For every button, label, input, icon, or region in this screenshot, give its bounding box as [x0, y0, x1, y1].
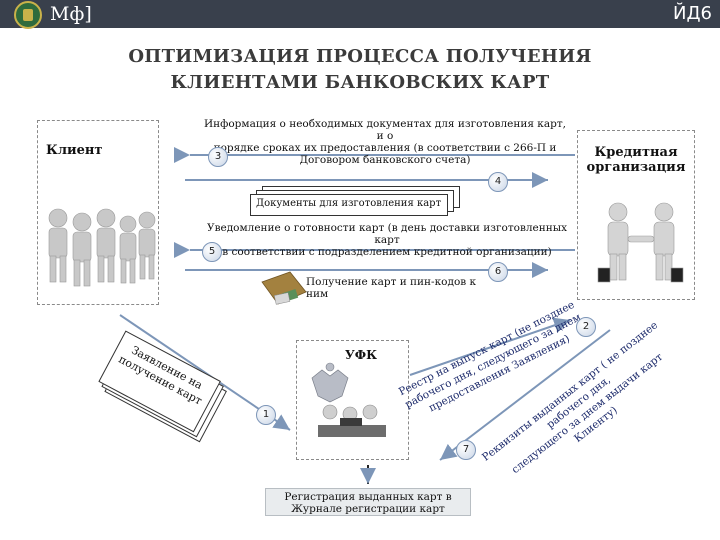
step-3-line-1: Информация о необходимых документах для … [203, 118, 566, 142]
step-5-line-2: в соответствии с подразделением кредитно… [222, 246, 552, 258]
register-box: Регистрация выданных карт в Журнале реги… [265, 488, 471, 516]
top-bar: Мф] ЙД6 [0, 0, 720, 29]
clients-people-icon [48, 208, 156, 287]
step-3-line-3: Договором банковского счета) [299, 154, 471, 166]
step-6-marker: 6 [488, 262, 508, 282]
handshake-people-icon [597, 202, 684, 283]
step-3-marker: 3 [208, 147, 228, 167]
credit-org-line-2: организация [586, 160, 686, 175]
slide-title: ОПТИМИЗАЦИЯ ПРОЦЕССА ПОЛУЧЕНИЯ КЛИЕНТАМИ… [60, 44, 660, 96]
emblem-icon [14, 1, 42, 29]
org-label: Мф] [50, 3, 92, 25]
step-7-marker: 7 [456, 440, 476, 460]
client-label: Клиент [46, 143, 103, 158]
credit-org-box [577, 130, 695, 300]
register-line-2: Журнале регистрации карт [291, 503, 445, 515]
arrow-step-7 [439, 329, 611, 461]
operators-icon [318, 404, 386, 437]
step-2-marker: 2 [576, 317, 596, 337]
ufk-box [296, 340, 409, 460]
title-line-2: КЛИЕНТАМИ БАНКОВСКИХ КАРТ [170, 72, 550, 93]
step-1-marker: 1 [256, 405, 276, 425]
step-4-marker: 4 [488, 172, 508, 192]
ufk-label: УФК [345, 348, 378, 362]
step-4-doc-label: Документы для изготовления карт [256, 198, 442, 209]
register-line-1: Регистрация выданных карт в [284, 491, 452, 503]
card-package-icon [261, 271, 307, 305]
title-line-1: ОПТИМИЗАЦИЯ ПРОЦЕССА ПОЛУЧЕНИЯ [128, 46, 592, 67]
step-3-text: Информация о необходимых документах для … [200, 118, 570, 166]
credit-org-label: Кредитная организация [577, 145, 695, 175]
step-4-doc-front [250, 194, 448, 216]
arrow-step-2 [409, 317, 571, 376]
step-5-text: Уведомление о готовности карт (в день до… [206, 222, 568, 258]
client-box [37, 120, 159, 305]
step-3-line-2: порядке сроках их предоставления (в соот… [213, 142, 557, 154]
step-5-marker: 5 [202, 242, 222, 262]
flow-arrows [174, 147, 575, 278]
credit-org-line-1: Кредитная [594, 145, 678, 160]
step-6-text: Получение карт и пин-кодов к ним [306, 276, 477, 300]
slide-number: ЙД6 [673, 3, 712, 24]
step-5-line-1: Уведомление о готовности карт (в день до… [206, 222, 568, 246]
coat-of-arms-icon [311, 362, 349, 403]
